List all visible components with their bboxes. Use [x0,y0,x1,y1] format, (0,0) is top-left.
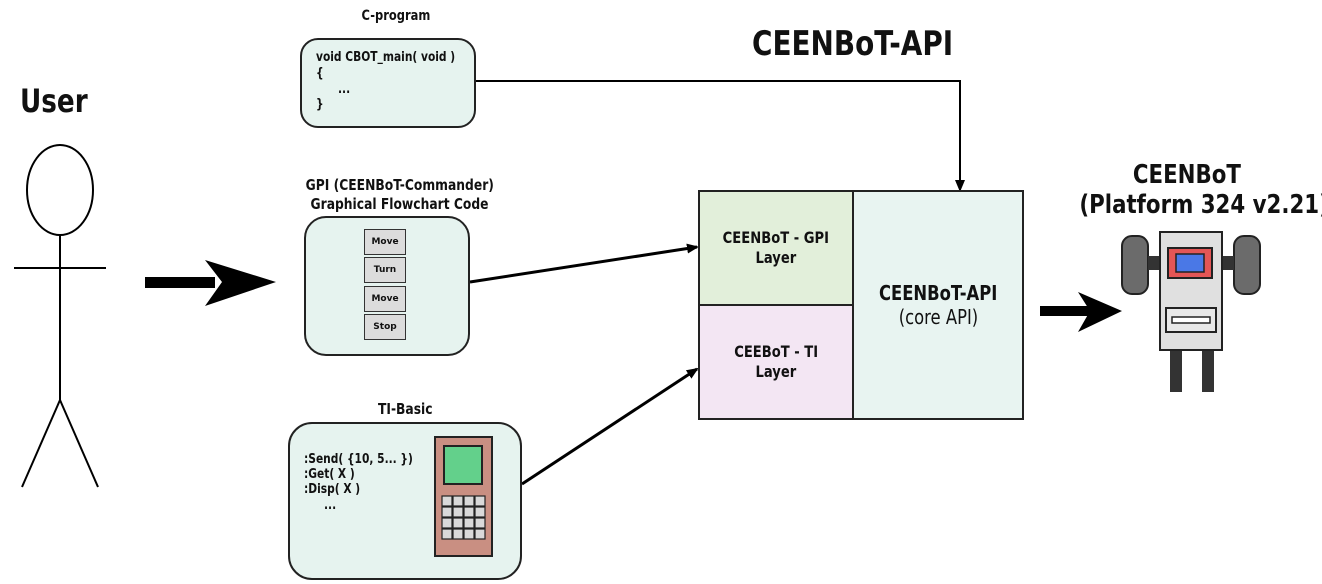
user-to-programs-arrow [145,260,276,306]
robot-icon [1121,231,1261,392]
flowchart-block-stop: Stop [364,314,406,340]
core-api-line1: CEENBoT-API [878,281,998,305]
code-line: void CBOT_main( void ) [316,50,456,65]
cprogram-code-box: void CBOT_main( void ) { ... } [300,38,476,128]
robot-title-line2: (Platform 324 v2.21) [1079,190,1322,220]
ti-to-layer-connector [521,367,699,486]
gpi-layer-line1: CEENBoT - GPI [722,228,830,247]
flowchart-block-turn: Turn [364,257,406,283]
gpi-title-line2: Graphical Flowchart Code [311,195,489,213]
code-line: { [316,66,324,81]
calculator-icon [434,436,493,557]
user-label: User [20,82,88,120]
gpi-layer-line2: Layer [755,248,797,267]
code-line: ... [324,498,337,513]
flowchart-block-move: Move [364,286,406,312]
flowchart-block-move: Move [364,229,406,255]
code-line: :Get( X ) [304,467,355,482]
core-api-line2: (core API) [898,305,978,329]
ti-layer-box: CEEBoT - TI Layer [698,304,854,420]
gpi-layer-box: CEENBoT - GPI Layer [698,190,854,306]
user-stick-figure [14,144,106,488]
gpi-title: GPI (CEENBoT-Commander) Graphical Flowch… [270,176,530,214]
code-line: :Send( {10, 5... }) [304,452,413,467]
robot-title-line1: CEENBoT [1132,160,1242,190]
ti-layer-line2: Layer [755,362,797,381]
api-to-robot-arrow [1040,292,1122,332]
code-line: ... [338,82,351,97]
robot-title: CEENBoT (Platform 324 v2.21) [1052,160,1322,220]
tibasic-title: TI-Basic [377,400,433,418]
cprogram-title: C-program [361,8,431,24]
code-line: } [316,97,324,112]
api-title: CEENBoT-API [752,24,954,64]
code-line: :Disp( X ) [304,482,361,497]
cprogram-to-api-connector [476,80,965,192]
gpi-title-line1: GPI (CEENBoT-Commander) [305,176,495,194]
ti-layer-line1: CEEBoT - TI [734,342,818,361]
gpi-to-layer-connector [469,243,699,284]
core-api-box: CEENBoT-API (core API) [852,190,1024,420]
